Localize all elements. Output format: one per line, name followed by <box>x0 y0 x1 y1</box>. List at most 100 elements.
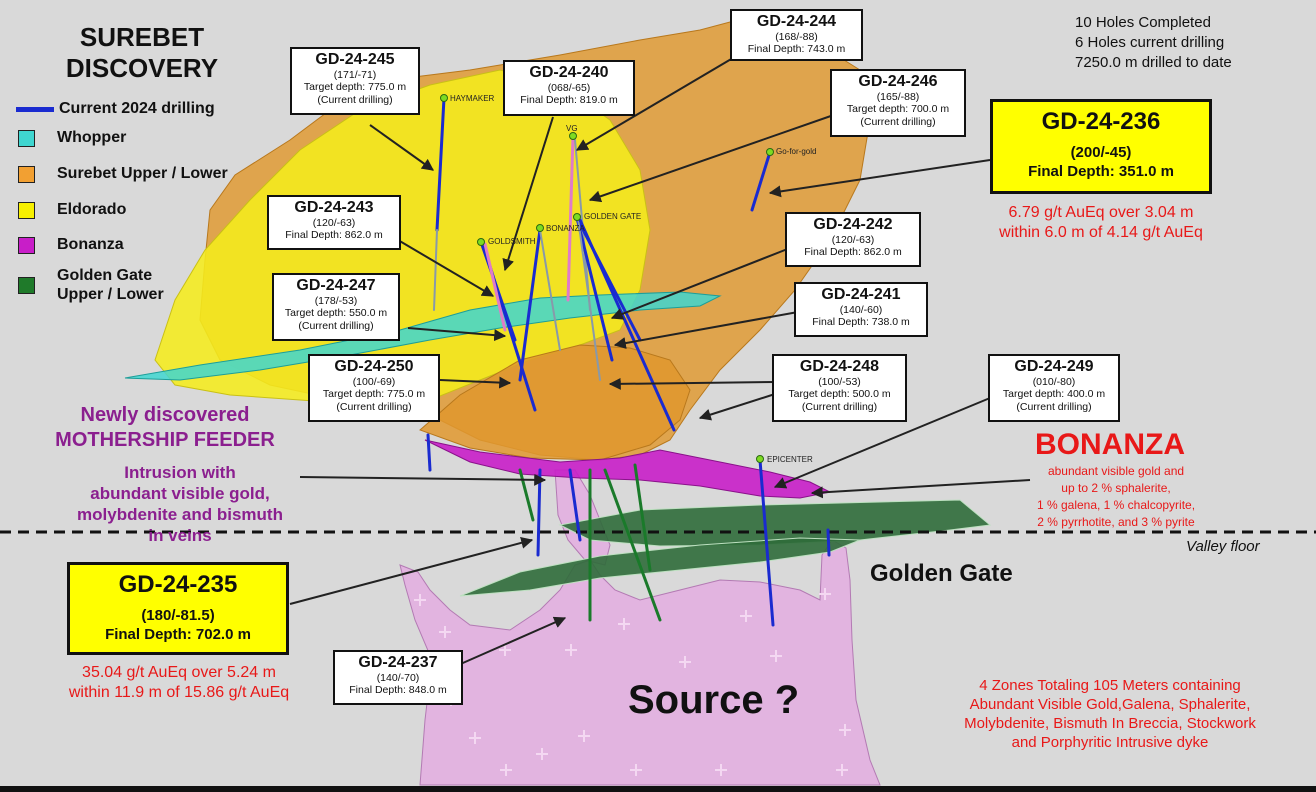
golden-gate-label: Golden Gate <box>870 560 1013 587</box>
arrow-242 <box>610 247 791 320</box>
collar-label-bonanza: BONANZA <box>546 224 585 233</box>
drill-trace-deep-6 <box>568 468 582 542</box>
collar-dots <box>440 94 774 463</box>
legend-item-golden-gate: Golden Gate Upper / Lower <box>18 266 164 304</box>
stat-metres: 7250.0 m drilled to date <box>1075 54 1232 71</box>
drill-trace-bonanza-2 <box>539 229 561 351</box>
drill-trace-deep-2 <box>518 468 535 522</box>
collar-haymaker <box>440 94 448 102</box>
collar-goldengate <box>573 213 581 221</box>
source-crosses <box>414 588 851 776</box>
arrow-245 <box>369 124 434 171</box>
valley-floor-label: Valley floor <box>1186 538 1260 555</box>
collar-bonanza <box>536 224 544 232</box>
leader-arrows <box>289 54 1031 667</box>
drill-trace-haymaker <box>435 96 446 232</box>
hole-235-assay: 35.04 g/t AuEq over 5.24 m within 11.9 m… <box>68 664 290 701</box>
stat-completed: 10 Holes Completed <box>1075 14 1211 31</box>
title-line-2: DISCOVERY <box>65 53 219 83</box>
hole-box-246: GD-24-246 (165/-88) Target depth: 700.0 … <box>830 69 966 137</box>
title-line-1: SUREBET <box>79 22 205 52</box>
collar-label-epicenter: EPICENTER <box>767 455 813 464</box>
source-intrusion-shape <box>399 539 881 786</box>
drill-trace-deep-4 <box>603 468 662 622</box>
legend-swatch-whopper <box>18 129 35 147</box>
legend-swatch-eldorado <box>18 201 35 219</box>
collar-goforgold <box>766 148 774 156</box>
drill-trace-epicenter <box>758 458 775 627</box>
arrow-243 <box>397 239 495 297</box>
legend-swatch-golden-gate <box>18 276 35 294</box>
drill-traces <box>426 96 831 627</box>
collar-epicenter <box>756 455 764 463</box>
hole-236-assay: 6.79 g/t AuEq over 3.04 m within 6.0 m o… <box>999 204 1203 241</box>
arrow-248b <box>698 393 776 421</box>
hole-box-241: GD-24-241 (140/-60) Final Depth: 738.0 m <box>794 282 928 337</box>
arrow-244 <box>575 54 739 151</box>
stat-current: 6 Holes current drilling <box>1075 34 1225 51</box>
arrow-237 <box>455 616 567 667</box>
hole-box-245: GD-24-245 (171/-71) Target depth: 775.0 … <box>290 47 420 115</box>
mothership-heading: Newly discovered MOTHERSHIP FEEDER <box>55 404 275 451</box>
drill-trace-gg-2 <box>575 216 614 362</box>
arrow-247 <box>407 327 507 342</box>
drill-trace-margin <box>426 433 432 472</box>
bonanza-description: abundant visible gold and up to 2 % spha… <box>1036 464 1196 529</box>
legend-swatch-bonanza <box>18 236 35 254</box>
golden-gate-lower-shape <box>459 537 861 597</box>
arrow-250 <box>439 376 512 389</box>
legend-swatch-surebet <box>18 165 35 183</box>
drill-trace-gg-3 <box>577 217 601 381</box>
source-label: Source ? <box>628 678 800 722</box>
arrow-246 <box>588 109 849 203</box>
hole-box-236-highlight: GD-24-236 (200/-45) Final Depth: 351.0 m <box>990 99 1212 194</box>
collar-vg <box>569 132 577 140</box>
arrow-249 <box>773 397 991 489</box>
legend-item-whopper: Whopper <box>18 129 126 147</box>
arrow-241 <box>613 311 799 349</box>
collar-label-goldsmith: GOLDSMITH <box>488 237 536 246</box>
hole-box-248: GD-24-248 (100/-53) Target depth: 500.0 … <box>772 354 907 422</box>
arrow-bonanza <box>810 479 1031 499</box>
golden-gate-upper-shape <box>558 499 992 547</box>
drill-trace-bonanza-1 <box>518 228 542 382</box>
arrow-236 <box>768 159 991 198</box>
drill-trace-goldsmith-3 <box>483 242 507 332</box>
collar-goldsmith <box>477 238 485 246</box>
collar-label-goforgold: Go-for-gold <box>776 147 817 156</box>
arrow-248 <box>608 377 776 390</box>
hole-box-250: GD-24-250 (100/-69) Target depth: 775.0 … <box>308 354 440 422</box>
hole-box-247: GD-24-247 (178/-53) Target depth: 550.0 … <box>272 273 400 341</box>
legend-item-current-drilling: Current 2024 drilling <box>16 100 215 118</box>
arrow-235 <box>289 536 534 605</box>
collar-label-haymaker: HAYMAKER <box>450 94 495 103</box>
drill-trace-gg-4 <box>578 218 676 432</box>
hole-box-237: GD-24-237 (140/-70) Final Depth: 848.0 m <box>333 650 463 705</box>
drill-trace-deep-1 <box>536 468 542 557</box>
hole-box-235-highlight: GD-24-235 (180/-81.5) Final Depth: 702.0… <box>67 562 289 655</box>
legend-line-swatch <box>16 106 54 112</box>
hole-box-243: GD-24-243 (120/-63) Final Depth: 862.0 m <box>267 195 401 250</box>
drill-trace-haymaker-old <box>433 229 438 311</box>
bonanza-title: BONANZA <box>1035 428 1185 461</box>
drill-trace-vg-1 <box>566 134 575 302</box>
collar-label-goldengate: GOLDEN GATE <box>584 212 642 221</box>
hole-box-244: GD-24-244 (168/-88) Final Depth: 743.0 m <box>730 9 863 61</box>
hole-box-240: GD-24-240 (068/-65) Final Depth: 819.0 m <box>503 60 635 116</box>
legend-item-surebet: Surebet Upper / Lower <box>18 165 228 183</box>
figure-title: SUREBET DISCOVERY <box>52 22 232 84</box>
mothership-description: Intrusion with abundant visible gold, mo… <box>77 463 283 545</box>
arrow-240 <box>502 116 554 272</box>
drill-trace-goforgold <box>750 150 772 212</box>
bottom-edge <box>0 786 1316 792</box>
zones-summary: 4 Zones Totaling 105 Meters containing A… <box>964 677 1256 751</box>
hole-box-249: GD-24-249 (010/-80) Target depth: 400.0 … <box>988 354 1120 422</box>
drilling-stats: 10 Holes Completed 6 Holes current drill… <box>1075 13 1232 73</box>
legend-item-eldorado: Eldorado <box>18 201 126 219</box>
arrow-mothership <box>299 473 547 486</box>
legend-item-bonanza: Bonanza <box>18 236 124 254</box>
drill-trace-east <box>826 528 831 557</box>
hole-box-242: GD-24-242 (120/-63) Final Depth: 862.0 m <box>785 212 921 267</box>
